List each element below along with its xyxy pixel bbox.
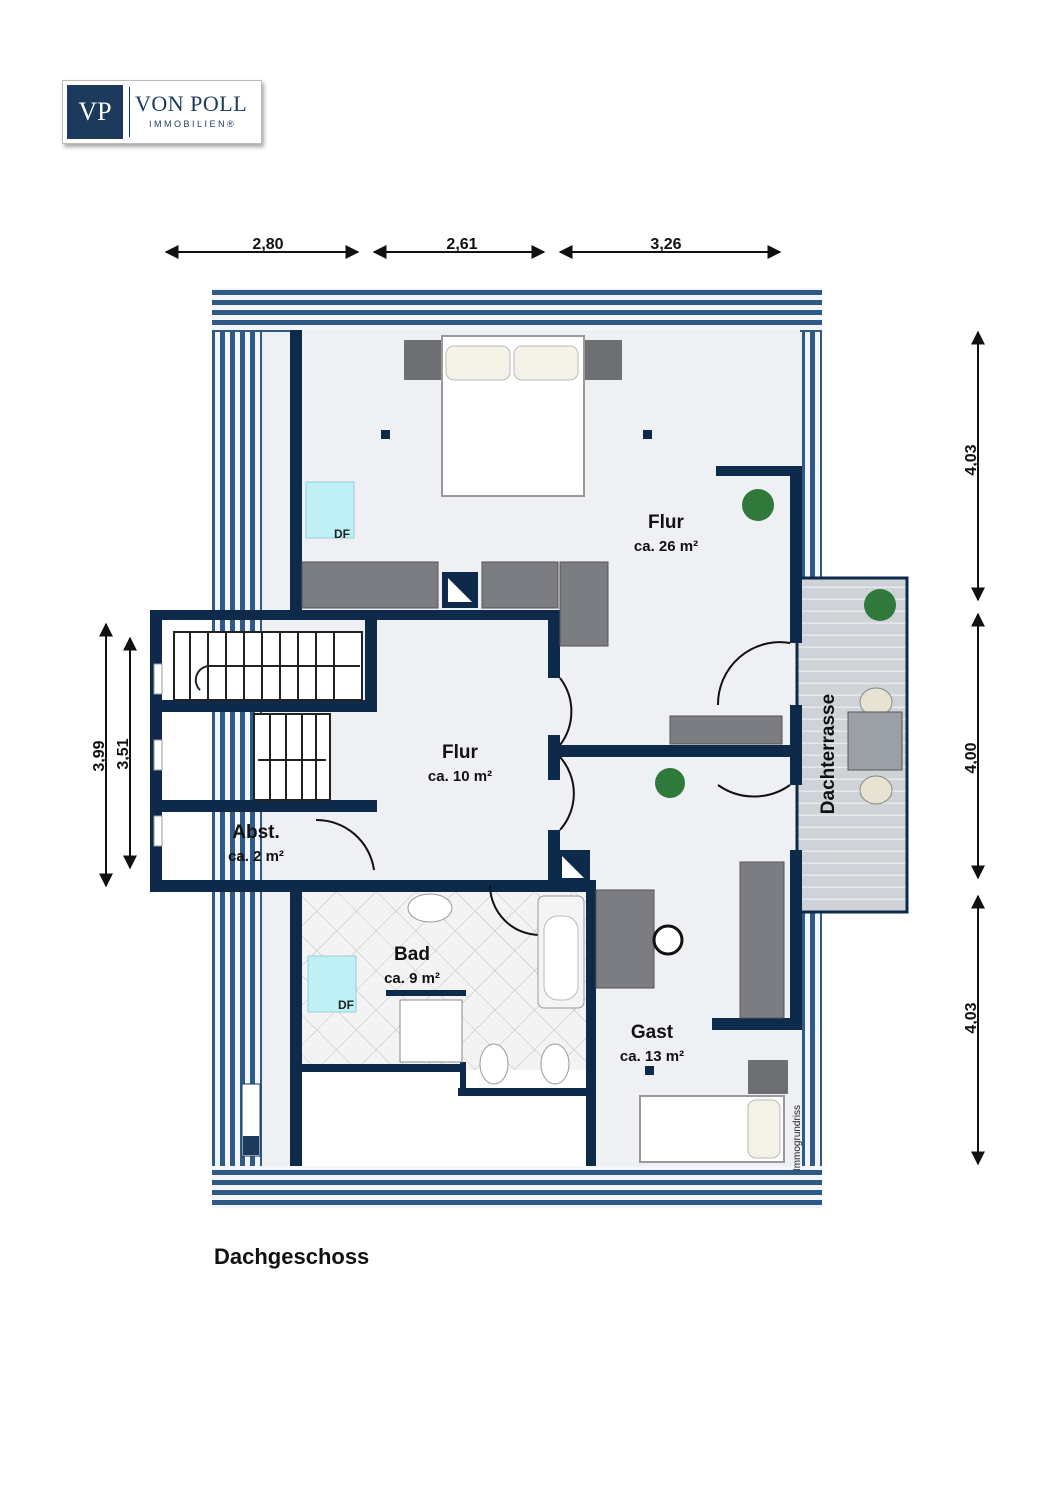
- dimension-label: 4,00: [963, 742, 980, 773]
- dimension-lines: [99, 245, 985, 1166]
- dimension-label: 3,51: [115, 738, 132, 769]
- single-bed: [639, 1060, 788, 1163]
- dimension-label: 4,03: [963, 1002, 980, 1033]
- room-area: ca. 26 m²: [634, 538, 698, 555]
- windows: [153, 663, 163, 847]
- company-logo: VP VON POLL IMMOBILIEN®: [62, 80, 262, 144]
- dimension-label: 2,61: [446, 236, 477, 253]
- room-name: Flur: [648, 512, 684, 533]
- skylight-label: DF: [338, 998, 354, 1012]
- bathroom-fixtures: [399, 893, 585, 1085]
- small-logo-mark: [241, 1083, 261, 1157]
- logo-name: VON POLL: [135, 91, 248, 116]
- watermark-text: Immogrundriss: [792, 1105, 803, 1171]
- skylights: [305, 481, 357, 1013]
- storage-area: [302, 1070, 587, 1166]
- dimension-label: 2,80: [252, 236, 283, 253]
- room-name: Bad: [394, 944, 430, 965]
- room-name: Abst.: [232, 822, 280, 843]
- room-name: Dachterrasse: [818, 694, 839, 814]
- room-name: Flur: [442, 742, 478, 763]
- staircase: [173, 631, 363, 801]
- door-swings: [315, 641, 791, 936]
- room-area: ca. 10 m²: [428, 768, 492, 785]
- columns: [381, 430, 654, 1075]
- chimneys: [442, 572, 590, 884]
- double-bed: [404, 335, 622, 497]
- room-area: ca. 9 m²: [384, 970, 440, 987]
- floor-title: Dachgeschoss: [214, 1244, 370, 1269]
- room-area: ca. 13 m²: [620, 1048, 684, 1065]
- skylight-label: DF: [334, 527, 350, 541]
- room-name: Gast: [631, 1022, 674, 1043]
- logo-divider: [129, 87, 130, 137]
- dimension-label: 3,99: [91, 740, 108, 771]
- logo-monogram: VP: [67, 85, 123, 139]
- logo-subtitle: IMMOBILIEN®: [149, 119, 237, 129]
- terrace-furniture: [847, 687, 903, 805]
- cabinets: [301, 561, 785, 1019]
- room-area: ca. 2 m²: [228, 848, 284, 865]
- desk-chair: [652, 924, 684, 956]
- dimension-label: 4,03: [963, 444, 980, 475]
- plants: [655, 489, 896, 798]
- dimension-label: 3,26: [650, 236, 681, 253]
